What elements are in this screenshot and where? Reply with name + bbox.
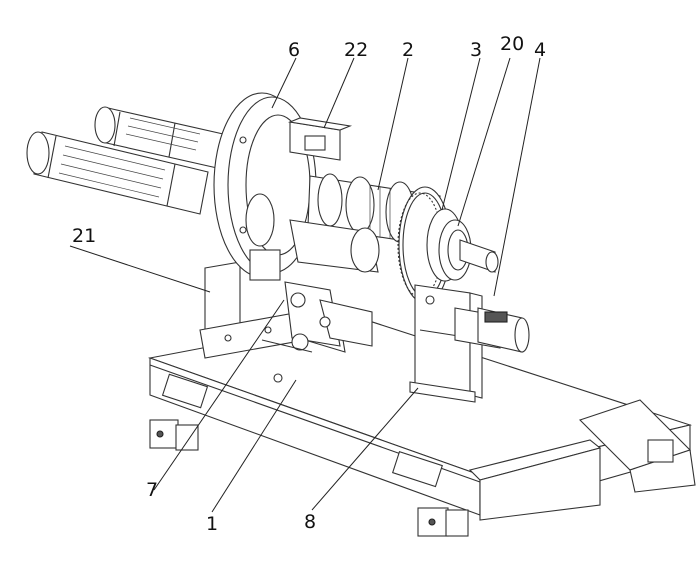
servo-motor: [454, 307, 530, 353]
clamp-linkage: [261, 281, 373, 353]
callout-2: 2: [402, 39, 414, 61]
callout-8: 8: [304, 511, 316, 533]
upper-rod: [94, 106, 233, 171]
lower-rod: [26, 131, 209, 215]
right-support-frame: [409, 284, 483, 403]
inner-motor-block: [245, 193, 380, 281]
callout-4: 4: [534, 39, 546, 61]
callout-20: 20: [500, 33, 524, 55]
callout-1: 1: [206, 513, 218, 535]
clamp-bracket: [287, 117, 353, 161]
leader-lines: [69, 57, 541, 513]
callout-7: 7: [146, 479, 158, 501]
callout-21: 21: [72, 225, 96, 247]
base-feet: [149, 419, 469, 537]
callout-6: 6: [288, 39, 300, 61]
ring-nut: [438, 219, 499, 281]
callout-22: 22: [344, 39, 368, 61]
callout-3: 3: [470, 39, 482, 61]
right-slide-rail: [468, 399, 696, 521]
